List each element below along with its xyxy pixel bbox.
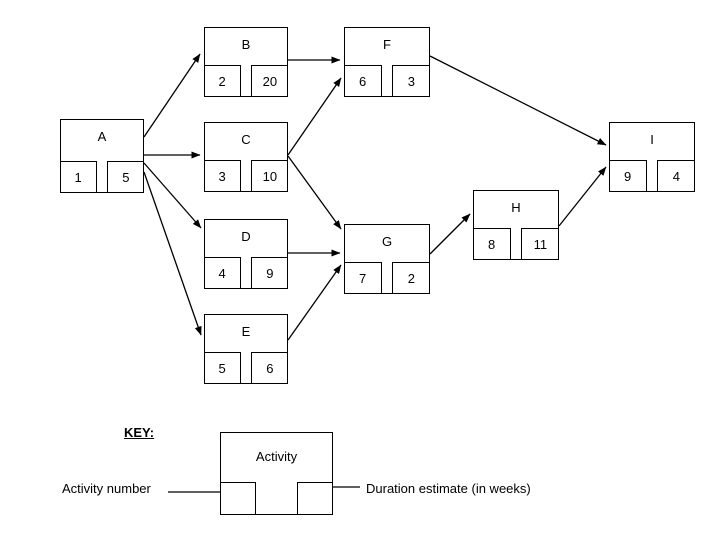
activity-number-cell: 4 xyxy=(203,257,241,290)
key-activity-number-cell xyxy=(219,482,256,516)
duration-estimate-cell: 2 xyxy=(392,262,431,295)
edge-c-to-g xyxy=(287,155,342,230)
edge-g-to-h xyxy=(429,213,471,255)
activity-node-label: F xyxy=(383,37,391,52)
activity-number-cell: 6 xyxy=(343,65,382,98)
activity-node-label: H xyxy=(511,200,521,215)
key-duration-cell xyxy=(297,482,334,516)
duration-estimate-cell: 6 xyxy=(251,352,289,385)
activity-number-cell: 5 xyxy=(203,352,241,385)
activity-node-label: E xyxy=(241,324,251,339)
key-duration-label: Duration estimate (in weeks) xyxy=(366,481,531,496)
duration-estimate-cell: 20 xyxy=(251,65,289,98)
key-activity-number-label: Activity number xyxy=(62,481,151,496)
key-activity-node: Activity xyxy=(219,432,334,516)
key-title: KEY: xyxy=(124,425,155,440)
activity-node-label: I xyxy=(650,132,654,147)
activity-node-label: G xyxy=(381,234,393,249)
duration-estimate-cell: 5 xyxy=(107,161,145,194)
activity-node-label: B xyxy=(241,37,251,52)
activity-number-cell: 1 xyxy=(59,161,97,194)
activity-node-label: D xyxy=(241,229,251,244)
edge-a-to-b xyxy=(143,53,201,138)
activity-number-cell: 2 xyxy=(203,65,241,98)
duration-estimate-cell: 10 xyxy=(251,160,289,193)
edge-c-to-f xyxy=(287,77,342,156)
activity-node-label: A xyxy=(97,129,107,144)
edge-e-to-g xyxy=(287,264,342,341)
activity-number-cell: 9 xyxy=(608,160,647,193)
activity-node-label: C xyxy=(241,132,251,147)
key-activity-node-label: Activity xyxy=(255,449,298,464)
duration-estimate-cell: 4 xyxy=(657,160,696,193)
duration-estimate-cell: 11 xyxy=(521,228,560,261)
edge-h-to-i xyxy=(558,166,607,227)
edge-a-to-e xyxy=(143,171,202,336)
edge-f-to-i xyxy=(429,55,607,146)
activity-number-cell: 8 xyxy=(472,228,511,261)
duration-estimate-cell: 3 xyxy=(392,65,431,98)
edge-a-to-d xyxy=(143,162,202,229)
activity-number-cell: 7 xyxy=(343,262,382,295)
duration-estimate-cell: 9 xyxy=(251,257,289,290)
activity-number-cell: 3 xyxy=(203,160,241,193)
